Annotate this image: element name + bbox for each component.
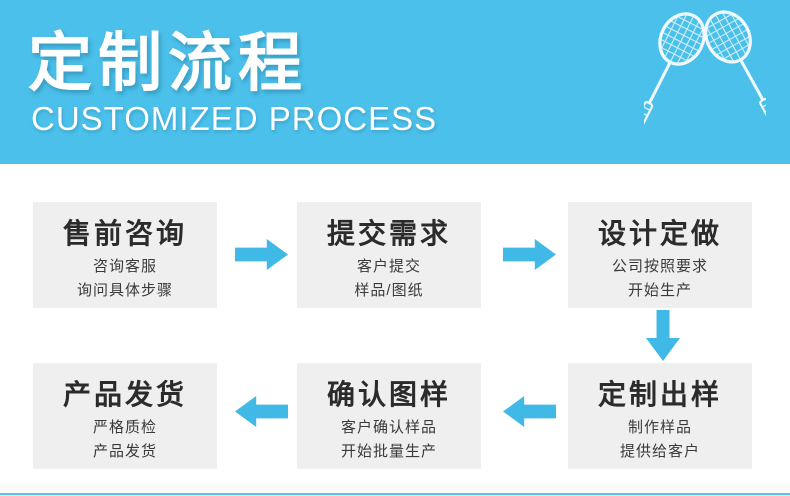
step-box-presale-consult: 售前咨询 咨询客服 询问具体步骤	[33, 202, 217, 308]
arrow-left-icon	[235, 396, 288, 427]
step-box-design-customize: 设计定做 公司按照要求 开始生产	[568, 202, 752, 308]
step-desc-line: 客户提交	[356, 258, 421, 275]
step-title: 确认图样	[326, 379, 451, 410]
step-desc-line: 产品发货	[92, 443, 157, 460]
arrow-down-icon	[646, 310, 680, 361]
step-desc-line: 客户确认样品	[340, 419, 437, 436]
step-title: 定制出样	[597, 379, 722, 410]
step-desc-line: 咨询客服	[92, 258, 157, 275]
step-desc-line: 开始生产	[627, 282, 692, 299]
arrow-right-icon	[235, 239, 288, 270]
footer-strip	[0, 484, 790, 493]
arrow-left-icon	[503, 396, 556, 427]
step-title: 提交需求	[326, 218, 451, 249]
step-box-confirm-design: 确认图样 客户确认样品 开始批量生产	[297, 363, 481, 469]
step-desc-line: 严格质检	[92, 419, 157, 436]
footer-accent-line	[0, 493, 790, 495]
step-desc-line: 公司按照要求	[611, 258, 708, 275]
step-title: 设计定做	[597, 218, 722, 249]
step-title: 售前咨询	[62, 218, 187, 249]
step-box-submit-requirements: 提交需求 客户提交 样品/图纸	[297, 202, 481, 308]
badminton-rackets-icon	[644, 10, 766, 154]
step-title: 产品发货	[62, 379, 187, 410]
step-box-custom-sample: 定制出样 制作样品 提供给客户	[568, 363, 752, 469]
step-desc-line: 制作样品	[627, 419, 692, 436]
page-title: 定制流程	[28, 27, 308, 99]
step-desc-line: 提供给客户	[619, 443, 700, 460]
arrow-right-icon	[503, 239, 556, 270]
header: 定制流程 CUSTOMIZED PROCESS	[0, 0, 790, 164]
page-subtitle: CUSTOMIZED PROCESS	[31, 100, 438, 137]
step-desc-line: 开始批量生产	[340, 443, 437, 460]
step-desc-line: 询问具体步骤	[76, 282, 173, 299]
step-desc-line: 样品/图纸	[354, 282, 424, 299]
step-box-product-shipping: 产品发货 严格质检 产品发货	[33, 363, 217, 469]
